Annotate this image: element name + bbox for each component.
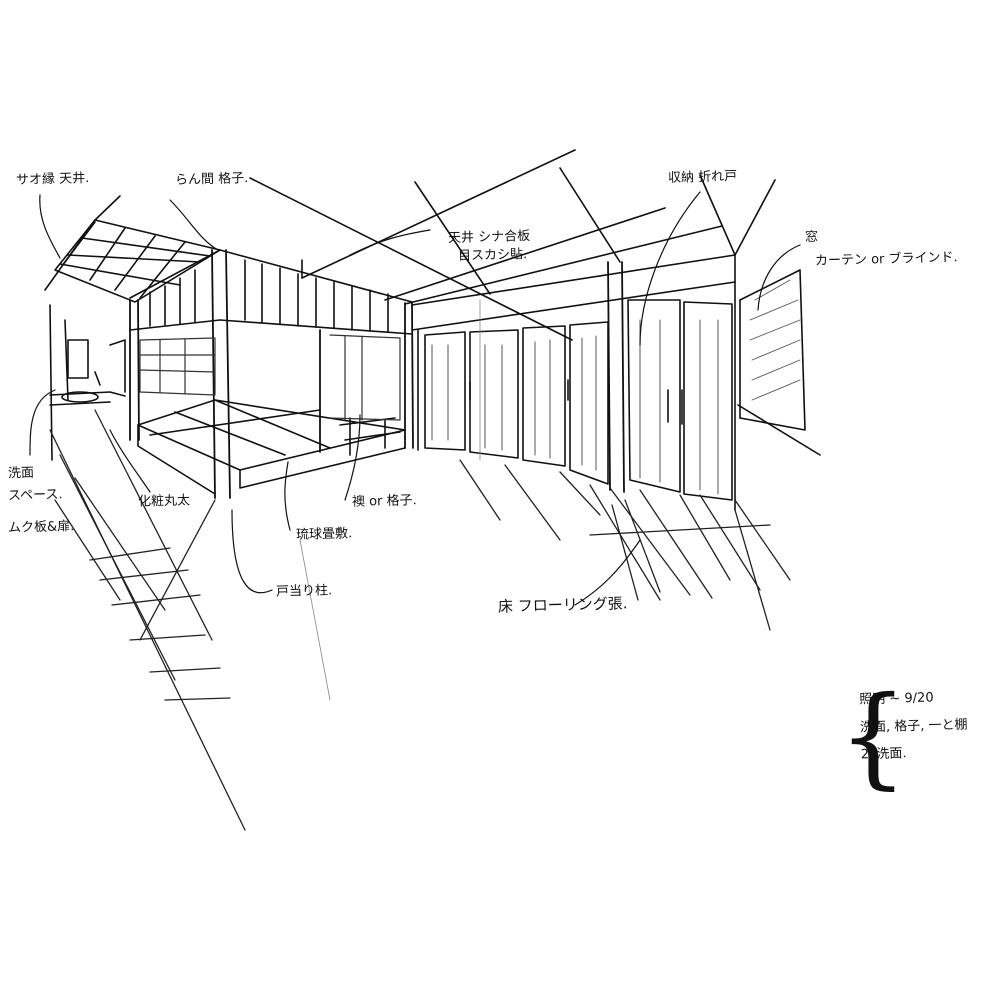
guide-lines bbox=[299, 299, 481, 701]
floor-boards bbox=[49, 409, 791, 831]
label-ranma: らん間 格子. bbox=[174, 171, 249, 188]
note-line-2: 洗面, 格子, 一と棚 bbox=[859, 717, 968, 735]
note-brace: { bbox=[838, 672, 908, 800]
label-fusuma: 襖 or 格子. bbox=[351, 493, 417, 510]
label-keshou: 化粧丸太 bbox=[137, 493, 191, 510]
label-ceiling-2: 目スカシ貼. bbox=[457, 247, 528, 264]
label-saobuchi: サオ縁 天井. bbox=[15, 171, 90, 188]
window-wall bbox=[737, 269, 821, 456]
ranma-lattice bbox=[129, 249, 413, 335]
label-ceiling-1: 天井 シナ合板 bbox=[447, 228, 531, 247]
label-storage: 収納 折れ戸 bbox=[667, 169, 738, 186]
ceiling-lines bbox=[249, 149, 776, 511]
label-senmen-material: ムク板&扉. bbox=[7, 519, 75, 536]
tatami-platform bbox=[137, 399, 406, 495]
note-line-3: 2F洗面. bbox=[860, 746, 907, 763]
saobuchi-ceiling bbox=[44, 195, 221, 303]
label-flooring: 床 フローリング張. bbox=[497, 594, 628, 616]
label-senmen: 洗面 bbox=[7, 465, 35, 482]
washbasin-area bbox=[49, 304, 126, 461]
tatami-window bbox=[139, 334, 401, 421]
leader-lines bbox=[29, 191, 801, 606]
storage-doors bbox=[417, 299, 733, 501]
label-ryukyu: 琉球畳敷. bbox=[295, 526, 353, 543]
note-line-1: 照明 ~ 9/20 bbox=[859, 690, 934, 708]
label-toatari: 戸当り柱. bbox=[275, 583, 333, 600]
posts bbox=[129, 249, 625, 499]
label-window: 窓 bbox=[804, 229, 819, 246]
label-senmen-space: スペース. bbox=[7, 487, 63, 504]
label-note: 照明 ~ 9/20 洗面, 格子, 一と棚 2F洗面. bbox=[859, 689, 968, 764]
